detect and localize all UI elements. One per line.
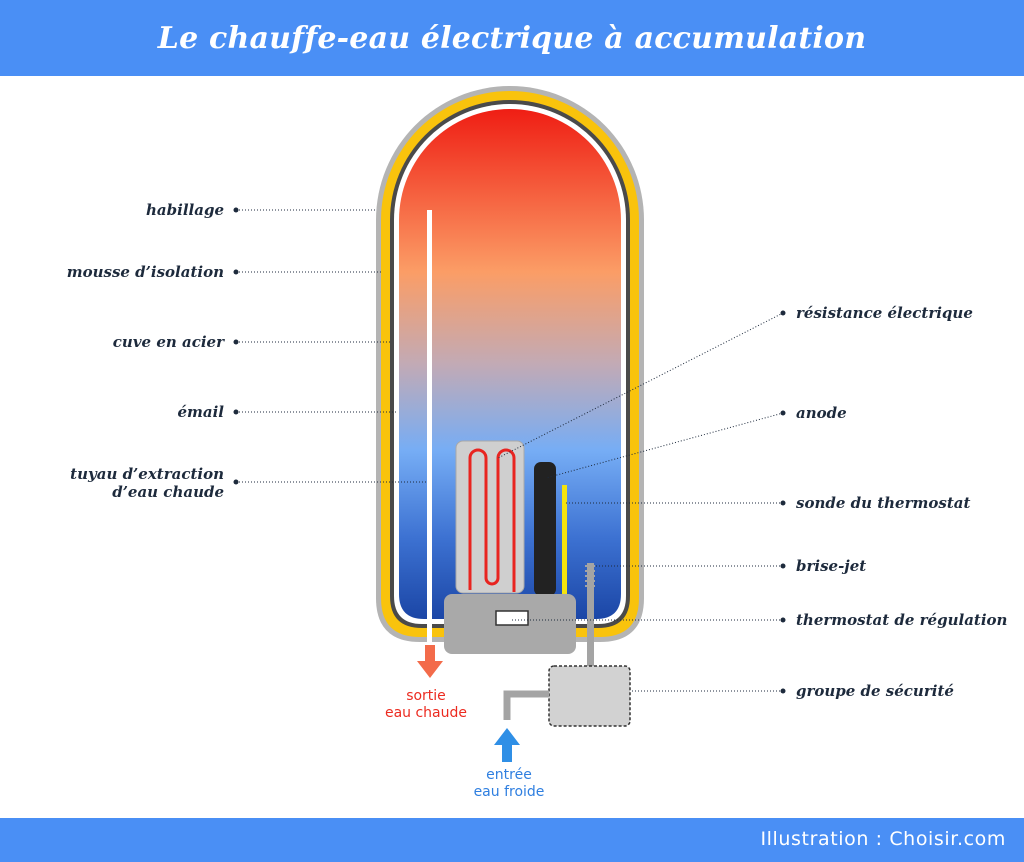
hot-outlet-label: sortie eau chaude	[366, 688, 486, 722]
label-groupe-securite: groupe de sécurité	[796, 682, 954, 700]
cold-inlet-line1: entrée	[486, 767, 532, 783]
safety-group	[548, 665, 631, 727]
label-mousse-isolation: mousse d’isolation	[66, 263, 224, 281]
footer-bar: Illustration : Choisir.com	[0, 818, 1024, 862]
hot-outlet-line2: eau chaude	[384, 705, 468, 721]
hot-water-pipe	[427, 210, 432, 646]
anode	[534, 462, 556, 596]
label-anode: anode	[796, 404, 847, 422]
cold-inlet-line2: eau froide	[473, 784, 545, 800]
label-tuyau-line1: tuyau d’extraction	[70, 465, 224, 483]
label-brise-jet: brise-jet	[796, 557, 867, 575]
brise-jet-tip	[585, 565, 595, 587]
label-habillage: habillage	[146, 201, 224, 219]
illustration-credit: Illustration : Choisir.com	[760, 828, 1006, 850]
cold-inlet-arrow	[494, 728, 520, 762]
resistance-coil	[468, 448, 516, 592]
leader-resistance	[497, 310, 786, 459]
page-title: Le chauffe-eau électrique à accumulation	[157, 20, 867, 56]
label-sonde: sonde du thermostat	[796, 494, 971, 512]
hot-outlet-line1: sortie	[406, 688, 446, 704]
label-cuve-acier: cuve en acier	[112, 333, 224, 351]
label-resistance: résistance électrique	[796, 304, 973, 322]
brise-jet-pipe	[587, 563, 594, 667]
cold-inlet-pipe	[503, 690, 549, 720]
hot-outlet-arrow	[417, 645, 443, 678]
label-email: émail	[177, 403, 224, 421]
cold-inlet-label: entrée eau froide	[449, 767, 569, 801]
thermostat-probe	[562, 485, 567, 595]
leader-anode	[545, 410, 786, 479]
resistance-housing	[455, 440, 525, 594]
header-bar: Le chauffe-eau électrique à accumulation	[0, 0, 1024, 76]
label-tuyau-line2: d’eau chaude	[112, 483, 224, 501]
label-thermostat: thermostat de régulation	[796, 611, 1008, 629]
thermostat-dial	[495, 610, 529, 626]
